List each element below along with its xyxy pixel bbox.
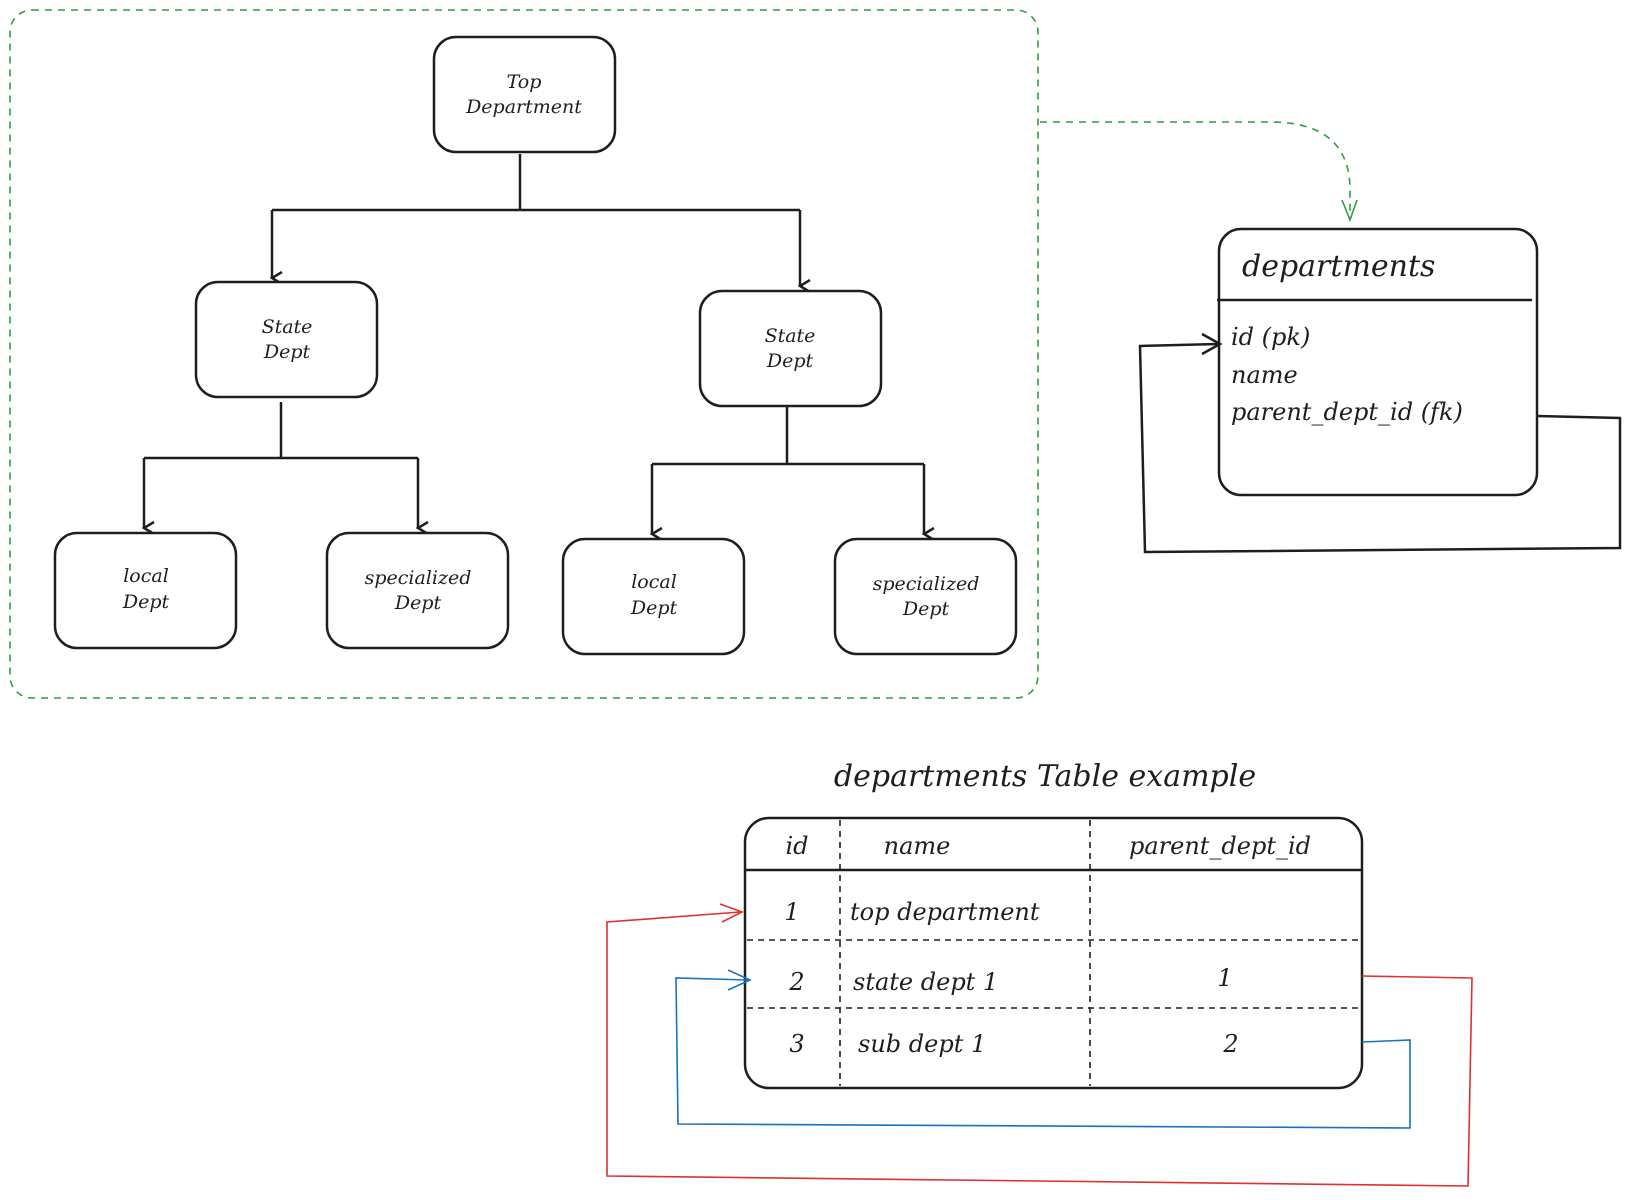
node-special-left-label-2: Dept [394, 592, 442, 614]
node-local-right-label-1: local [631, 571, 677, 593]
node-local-dept-left [53, 531, 238, 650]
entity-field-id: id (pk) [1231, 323, 1310, 351]
node-local-left-label-2: Dept [122, 591, 170, 613]
example-table-title: departments Table example [834, 759, 1256, 794]
blue-reference-arrowhead [727, 969, 752, 991]
node-state-dept-left [194, 280, 379, 399]
hierarchy-group-border [9, 9, 1039, 699]
row-1-name: top department [850, 898, 1040, 926]
node-state-left-label-1: State [262, 316, 313, 338]
node-local-left-label-1: local [123, 565, 169, 587]
entity-self-reference-loop [1138, 342, 1622, 554]
node-state-right-label-2: Dept [766, 350, 814, 372]
node-top-department [432, 35, 617, 154]
node-specialized-dept-right [833, 537, 1018, 656]
node-local-dept-right [561, 537, 746, 656]
entity-departments-box [1217, 227, 1539, 497]
example-table-grid [747, 820, 1360, 1086]
column-header-name: name [884, 832, 951, 860]
node-local-right-label-2: Dept [630, 597, 678, 619]
example-table-frame [743, 816, 1364, 1090]
row-3-name: sub dept 1 [858, 1030, 986, 1058]
tree-connectors [144, 154, 924, 534]
red-reference-link [606, 911, 1473, 1187]
row-2-name: state dept 1 [853, 968, 998, 996]
node-state-right-label-1: State [765, 325, 816, 347]
node-special-right-label-2: Dept [902, 598, 950, 620]
row-3-parent: 2 [1222, 1030, 1238, 1058]
group-to-entity-arrowhead [1341, 199, 1358, 223]
entity-field-name: name [1231, 361, 1298, 389]
row-2-parent: 1 [1217, 964, 1232, 992]
row-2-id: 2 [788, 968, 804, 996]
row-3-id: 3 [789, 1030, 804, 1058]
group-to-entity-arrow [1040, 121, 1351, 218]
entity-self-reference-arrowhead [1201, 332, 1223, 356]
row-1-id: 1 [784, 898, 799, 926]
blue-reference-link [675, 977, 1411, 1129]
node-top-label-2: Department [465, 96, 582, 118]
column-header-parent: parent_dept_id [1129, 832, 1311, 860]
node-state-left-label-2: Dept [263, 341, 311, 363]
entity-field-parent: parent_dept_id (fk) [1231, 398, 1463, 426]
red-reference-arrowhead [719, 903, 745, 923]
node-state-dept-right [698, 289, 883, 408]
column-header-id: id [785, 832, 808, 860]
node-special-right-label-1: specialized [873, 573, 980, 595]
entity-title: departments [1242, 249, 1435, 284]
node-top-label-1: Top [507, 71, 542, 93]
node-specialized-dept-left [325, 531, 510, 650]
node-special-left-label-1: specialized [365, 567, 472, 589]
